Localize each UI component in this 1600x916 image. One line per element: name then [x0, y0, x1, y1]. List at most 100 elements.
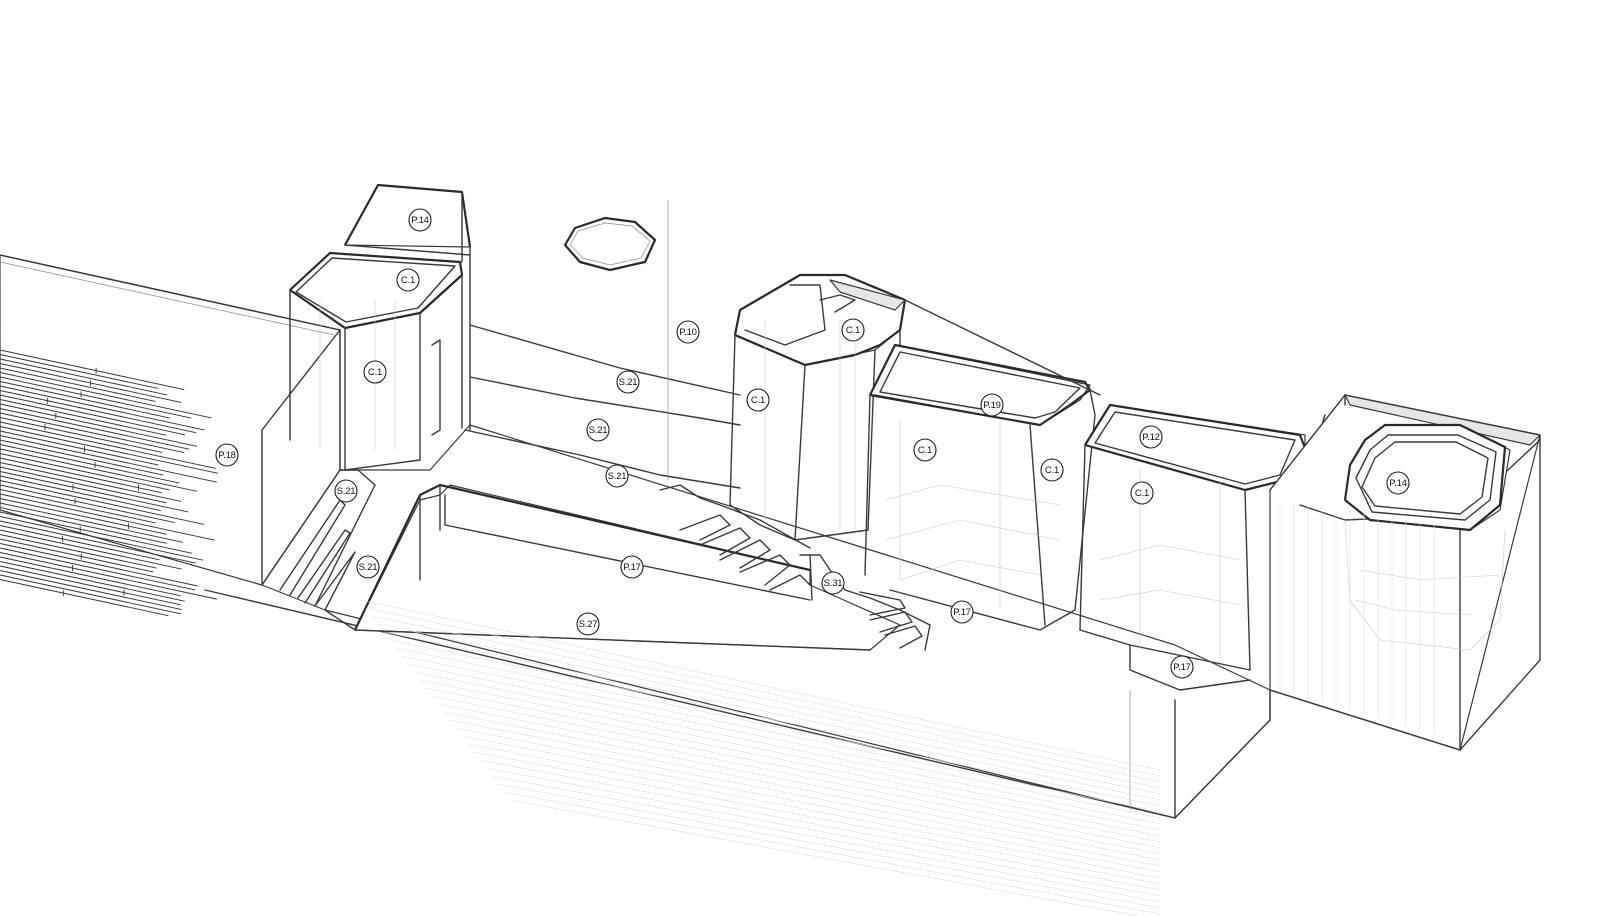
tag-label: P.12 — [1142, 432, 1160, 443]
plank-line — [0, 547, 196, 591]
pod-4 — [1079, 403, 1307, 691]
tag-label: P.14 — [411, 215, 429, 226]
tag-label: S.21 — [359, 562, 378, 573]
plank-line — [0, 507, 167, 544]
tag-circle — [356, 555, 380, 579]
tag-label: S.21 — [608, 471, 627, 482]
tag-c1-a: C.1 — [396, 268, 420, 292]
tag-label: S.31 — [824, 578, 843, 589]
tag-s21-c: S.21 — [616, 370, 640, 394]
central-stair — [659, 484, 931, 651]
tag-label: C.1 — [1135, 488, 1149, 499]
tag-label: S.27 — [579, 619, 598, 630]
plank-line — [0, 534, 157, 569]
tag-p12: P.12 — [1139, 425, 1163, 449]
plank-line — [0, 399, 167, 436]
plank-line — [0, 556, 181, 597]
tag-p17-b: P.17 — [950, 600, 974, 624]
plank-line — [0, 570, 182, 610]
plank-line — [0, 493, 215, 541]
tag-circle — [605, 464, 629, 488]
plank-line — [0, 408, 190, 450]
tag-label: P.14 — [1389, 478, 1407, 489]
tag-c1-f: C.1 — [1040, 458, 1064, 482]
plank-line — [0, 475, 161, 512]
pod-1 — [289, 183, 472, 471]
plank-line — [0, 498, 167, 535]
plank-line — [0, 358, 168, 396]
plank-line — [0, 552, 217, 600]
tag-circle — [576, 612, 600, 636]
hatch-line — [479, 759, 1161, 891]
tag-c1-b: C.1 — [363, 360, 387, 384]
tag-circle — [1386, 471, 1410, 495]
plank-line — [0, 520, 196, 564]
tag-circle — [1040, 458, 1064, 482]
tag-s21-a: S.21 — [334, 479, 358, 503]
tag-c1-g: C.1 — [1130, 481, 1154, 505]
tag-circle — [950, 600, 974, 624]
tag-label: P.19 — [983, 400, 1001, 411]
plank-line — [0, 448, 198, 492]
hatch-line — [413, 671, 1161, 825]
hatch-line — [449, 719, 1161, 861]
tag-c1-c: C.1 — [746, 388, 770, 412]
hatch-line — [461, 735, 1161, 873]
plank-line — [0, 394, 185, 436]
hatch-line — [359, 599, 1161, 771]
hatch-line — [389, 639, 1161, 801]
tag-label: S.21 — [589, 425, 608, 436]
tag-circle — [746, 388, 770, 412]
hatch-line — [365, 607, 1161, 777]
tag-label: P.17 — [953, 607, 971, 618]
plank-line — [0, 421, 216, 469]
tag-label: C.1 — [751, 395, 765, 406]
plank-line — [0, 543, 198, 587]
plank-line — [0, 511, 193, 554]
plank-line — [0, 574, 181, 615]
tag-c1-d: C.1 — [841, 318, 865, 342]
tag-s21-e: S.21 — [605, 464, 629, 488]
tag-p17-a: P.17 — [620, 555, 644, 579]
plank-line — [0, 457, 163, 494]
tag-label: P.17 — [1173, 662, 1191, 673]
hatch-line — [425, 687, 1161, 837]
hatch-line — [443, 711, 1161, 855]
tag-label: P.10 — [679, 327, 697, 338]
tag-label: C.1 — [401, 275, 415, 286]
ground-hatching — [359, 500, 1435, 916]
plank-line — [0, 516, 204, 561]
tag-label: C.1 — [918, 445, 932, 456]
plank-line — [0, 480, 205, 525]
tag-circle — [821, 571, 845, 595]
plank-line — [0, 579, 169, 617]
tag-circle — [363, 360, 387, 384]
plank-line — [0, 453, 170, 491]
tag-p14-left: P.14 — [408, 208, 432, 232]
plank-line — [0, 529, 182, 570]
tag-p17-c: P.17 — [1170, 655, 1194, 679]
hatch-line — [377, 623, 1161, 789]
tag-s31: S.31 — [821, 571, 845, 595]
tag-circle — [620, 555, 644, 579]
plank-line — [0, 471, 189, 513]
tag-circle — [586, 418, 610, 442]
octagon-plan-marker — [563, 216, 657, 272]
hatch-line — [407, 663, 1161, 819]
tag-circle — [1139, 425, 1163, 449]
tag-circle — [215, 443, 239, 467]
tag-label: C.1 — [846, 325, 860, 336]
plank-line — [0, 538, 154, 573]
tag-c1-e: C.1 — [913, 438, 937, 462]
plank-line — [0, 462, 182, 502]
tag-circle — [676, 320, 700, 344]
plank-line — [0, 412, 185, 454]
plank-line — [0, 525, 160, 561]
plank-line — [0, 354, 159, 389]
pod-2 — [729, 273, 907, 541]
tag-circle — [1170, 655, 1194, 679]
tag-p18: P.18 — [215, 443, 239, 467]
plank-line — [0, 367, 156, 402]
hatch-line — [371, 615, 1161, 783]
hatch-line — [497, 783, 1161, 909]
